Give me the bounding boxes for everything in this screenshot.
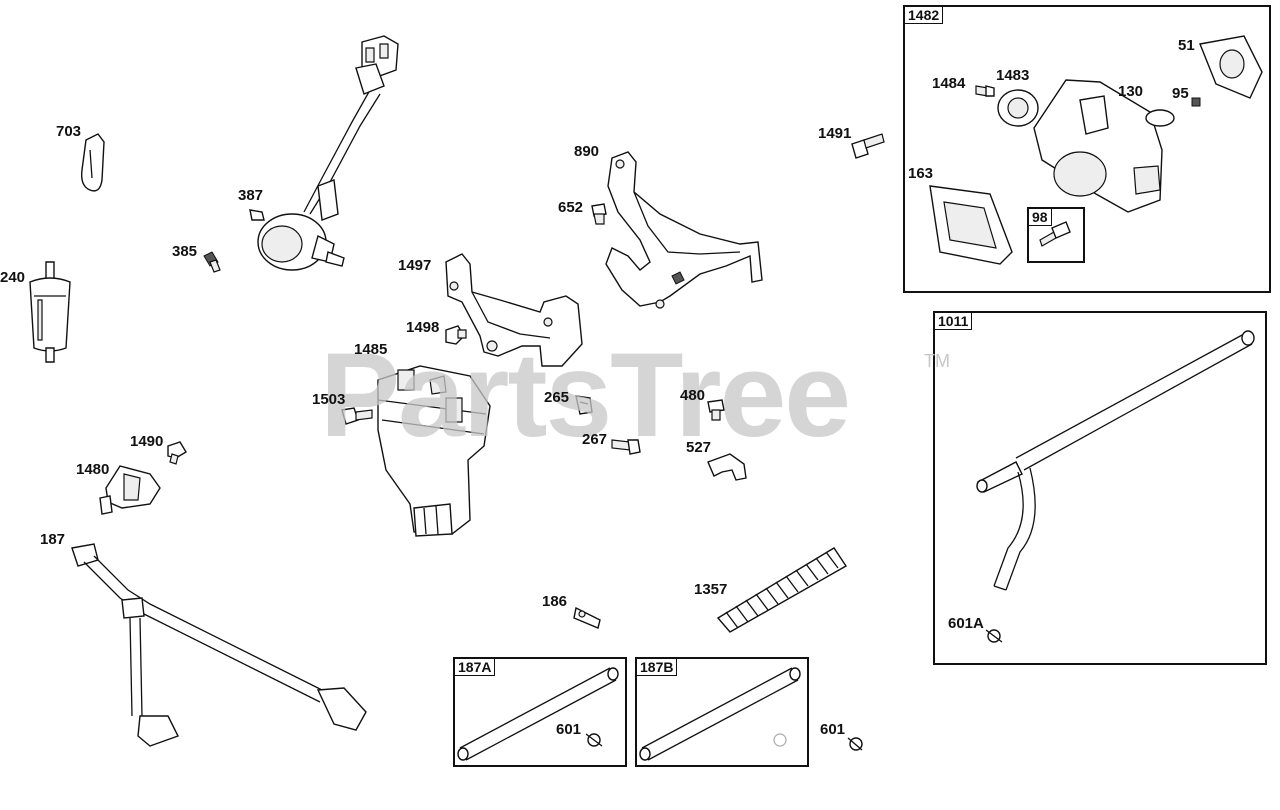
- label-1357[interactable]: 1357: [694, 581, 728, 598]
- label-385[interactable]: 385: [172, 243, 198, 260]
- part-527-clip[interactable]: [708, 454, 746, 480]
- label-890[interactable]: 890: [574, 143, 600, 160]
- label-480[interactable]: 480: [680, 387, 706, 404]
- label-601[interactable]: 601: [820, 721, 846, 738]
- part-163-gasket[interactable]: [930, 186, 1012, 264]
- assembly-187a-frame: [454, 658, 626, 766]
- label-1498[interactable]: 1498: [406, 319, 440, 336]
- label-1497[interactable]: 1497: [398, 257, 432, 274]
- label-187[interactable]: 187: [40, 531, 66, 548]
- part-98-screw[interactable]: [1040, 222, 1070, 246]
- label-51[interactable]: 51: [1178, 37, 1195, 54]
- label-1484[interactable]: 1484: [932, 75, 966, 92]
- label-1491[interactable]: 1491: [818, 125, 852, 142]
- label-265[interactable]: 265: [544, 389, 570, 406]
- label-187a-601[interactable]: 601: [556, 721, 582, 738]
- part-267-screw[interactable]: [612, 440, 640, 454]
- part-186-connector[interactable]: [574, 608, 600, 628]
- assembly-187a-title[interactable]: 187A: [454, 658, 496, 676]
- assembly-187b-frame: [636, 658, 808, 766]
- part-187b-tube[interactable]: [640, 668, 800, 760]
- label-387[interactable]: 387: [238, 187, 264, 204]
- part-95-screw[interactable]: [1192, 98, 1200, 106]
- part-240-fuel-filter[interactable]: [30, 262, 70, 362]
- part-652-screw[interactable]: [592, 204, 606, 224]
- part-601a-clamp[interactable]: [986, 630, 1002, 642]
- assembly-187b-title[interactable]: 187B: [636, 658, 678, 676]
- label-240[interactable]: 240: [0, 269, 26, 286]
- part-601-clamp[interactable]: [848, 738, 862, 750]
- part-1357-sleeve[interactable]: [718, 548, 846, 632]
- assembly-1482-title[interactable]: 1482: [904, 6, 944, 24]
- assembly-98-title[interactable]: 98: [1028, 208, 1052, 226]
- part-890-bracket[interactable]: [606, 152, 762, 308]
- label-186[interactable]: 186: [542, 593, 568, 610]
- assembly-98-frame: [1028, 208, 1084, 262]
- label-1485[interactable]: 1485: [354, 341, 388, 358]
- part-1490-screw[interactable]: [168, 442, 186, 464]
- label-163[interactable]: 163: [908, 165, 934, 182]
- part-1497-bracket[interactable]: [446, 254, 582, 366]
- part-265-clip[interactable]: [576, 396, 592, 414]
- part-480-screw[interactable]: [708, 400, 724, 420]
- part-187b-clamp[interactable]: [774, 734, 786, 746]
- part-130-throttle-body[interactable]: [1034, 80, 1162, 212]
- label-1483[interactable]: 1483: [996, 67, 1030, 84]
- label-1490[interactable]: 1490: [130, 433, 164, 450]
- label-527[interactable]: 527: [686, 439, 712, 456]
- label-1480[interactable]: 1480: [76, 461, 110, 478]
- label-1503[interactable]: 1503: [312, 391, 346, 408]
- part-1503-screw[interactable]: [342, 408, 372, 424]
- assembly-1011-frame: [934, 312, 1266, 664]
- watermark-trademark: TM: [924, 351, 950, 371]
- part-1491-screw[interactable]: [852, 134, 884, 158]
- part-387-fuel-pump[interactable]: [250, 36, 398, 270]
- part-1498-flange-nut[interactable]: [446, 326, 466, 344]
- part-1483-spacer[interactable]: [998, 90, 1038, 126]
- label-130[interactable]: 130: [1118, 83, 1144, 100]
- part-187-fuel-line[interactable]: [72, 544, 366, 746]
- part-385-screw[interactable]: [204, 252, 220, 272]
- assembly-1011-title[interactable]: 1011: [934, 312, 973, 330]
- label-267[interactable]: 267: [582, 431, 608, 448]
- part-187a-clamp[interactable]: [586, 734, 602, 746]
- label-95[interactable]: 95: [1172, 85, 1189, 102]
- label-652[interactable]: 652: [558, 199, 584, 216]
- part-1011-fuel-tube[interactable]: [977, 331, 1254, 590]
- watermark: PartsTree: [320, 328, 851, 462]
- part-187a-tube[interactable]: [458, 668, 618, 760]
- part-1480-fuel-injector[interactable]: [100, 466, 160, 514]
- label-601a[interactable]: 601A: [948, 615, 984, 632]
- label-703[interactable]: 703: [56, 123, 82, 140]
- part-130-plate: [1146, 110, 1174, 126]
- part-51-gasket[interactable]: [1200, 36, 1262, 98]
- part-1484-screw[interactable]: [976, 86, 994, 96]
- assembly-1482-frame: [904, 6, 1270, 292]
- part-1485-fuel-module[interactable]: [378, 366, 490, 536]
- part-703-p-clip[interactable]: [82, 134, 104, 191]
